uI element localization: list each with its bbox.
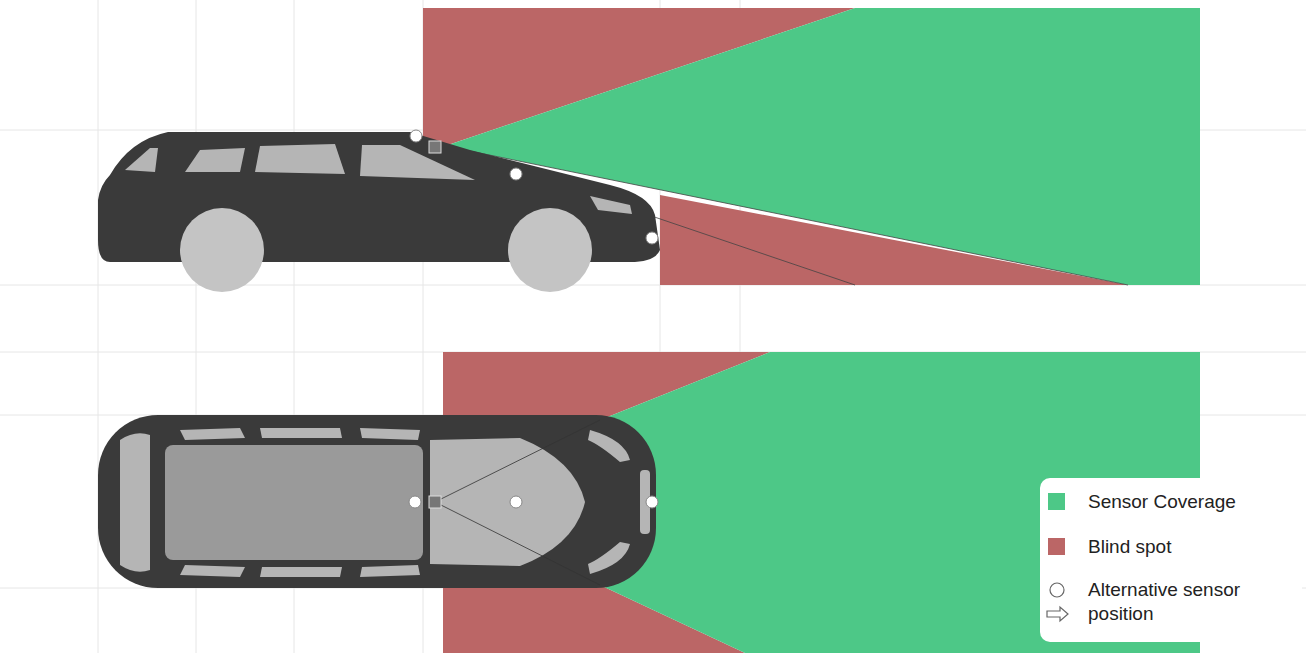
car-side-view	[98, 130, 660, 292]
legend-row: Sensor Coverage	[1040, 490, 1302, 514]
legend-row: Alternative sensor position	[1040, 578, 1302, 626]
legend-row: Blind spot	[1040, 535, 1302, 559]
car-top-view	[98, 415, 658, 588]
legend-label: Blind spot	[1088, 535, 1293, 559]
legend-label: Alternative sensor position	[1088, 578, 1248, 626]
legend-swatch	[1048, 493, 1065, 510]
legend-swatch	[1048, 538, 1065, 555]
legend-box: Sensor CoverageBlind spotAlternative sen…	[1040, 478, 1302, 642]
legend-label: Sensor Coverage	[1088, 490, 1293, 514]
legend-symbol	[1042, 578, 1072, 628]
